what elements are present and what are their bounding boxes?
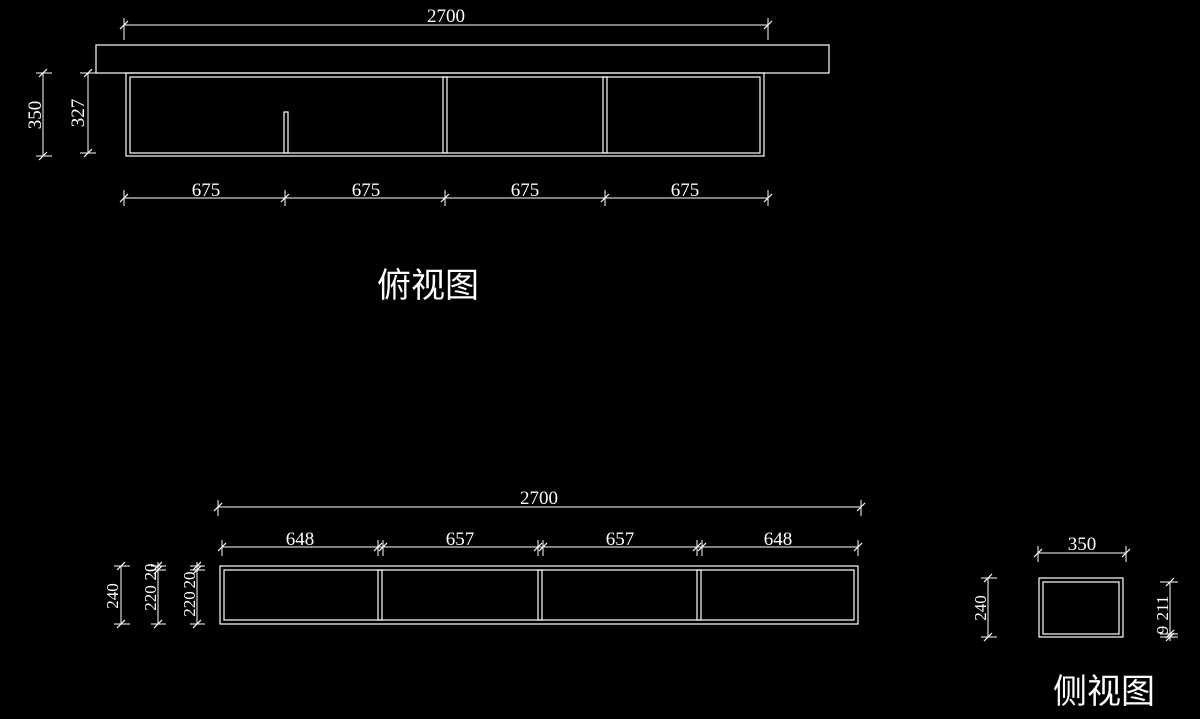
- front-view: 2700 648 657 657 648: [103, 488, 866, 629]
- top-dim-depth-327-label: 327: [68, 99, 89, 128]
- top-dim-overall: 2700: [119, 6, 773, 40]
- top-dim-segment-3: 675: [511, 180, 540, 201]
- front-dim-inner2-label: 220: [180, 591, 199, 617]
- top-view-title: 俯视图: [377, 266, 479, 306]
- top-dim-segment-1: 675: [192, 180, 221, 201]
- front-dim-segment-3: 657: [606, 529, 635, 550]
- top-dim-segment-2: 675: [352, 180, 381, 201]
- front-dim-height-220-20: 220 20: [141, 561, 166, 629]
- front-dim-top-label: 20: [141, 564, 160, 581]
- side-dim-width-label: 350: [1068, 534, 1097, 555]
- top-view: 2700 350 327: [25, 6, 830, 306]
- top-dim-segment-4: 675: [671, 180, 700, 201]
- top-board: [95, 44, 830, 74]
- front-dim-segment-4: 648: [764, 529, 793, 550]
- front-dim-height-20-220: 20 220: [180, 561, 205, 629]
- side-dim-height-label: 240: [971, 595, 990, 621]
- front-dim-height-240: 240: [103, 561, 130, 629]
- front-dim-top2-label: 20: [180, 572, 199, 589]
- top-cabinet-body: [125, 72, 765, 157]
- front-cabinet: [219, 565, 859, 625]
- front-dim-inner-label: 220: [141, 585, 160, 611]
- top-dim-depth-327: 327: [68, 68, 96, 158]
- side-view-title: 侧视图: [1053, 672, 1155, 712]
- side-dim-right-label-2: 211: [1153, 596, 1172, 621]
- side-dim-right-label-1: 9: [1153, 626, 1172, 635]
- top-dim-depth-350: 350: [25, 68, 52, 161]
- front-dim-segments: 648 657 657 648: [217, 529, 863, 556]
- front-dim-overall-label: 2700: [520, 488, 558, 509]
- front-dim-overall: 2700: [213, 488, 866, 516]
- side-view: 350 240 211 9 侧视图: [971, 534, 1178, 712]
- side-dim-height: 240: [971, 573, 997, 642]
- top-dim-depth-350-label: 350: [25, 101, 46, 130]
- side-dim-width: 350: [1033, 534, 1131, 562]
- front-dim-height-label: 240: [103, 583, 122, 609]
- side-dim-right: 211 9: [1153, 577, 1178, 642]
- side-cabinet: [1038, 577, 1124, 638]
- top-dim-overall-label: 2700: [427, 6, 465, 27]
- top-dim-segments: 675 675 675 675: [119, 180, 773, 206]
- front-dim-segment-1: 648: [286, 529, 315, 550]
- front-dim-segment-2: 657: [446, 529, 475, 550]
